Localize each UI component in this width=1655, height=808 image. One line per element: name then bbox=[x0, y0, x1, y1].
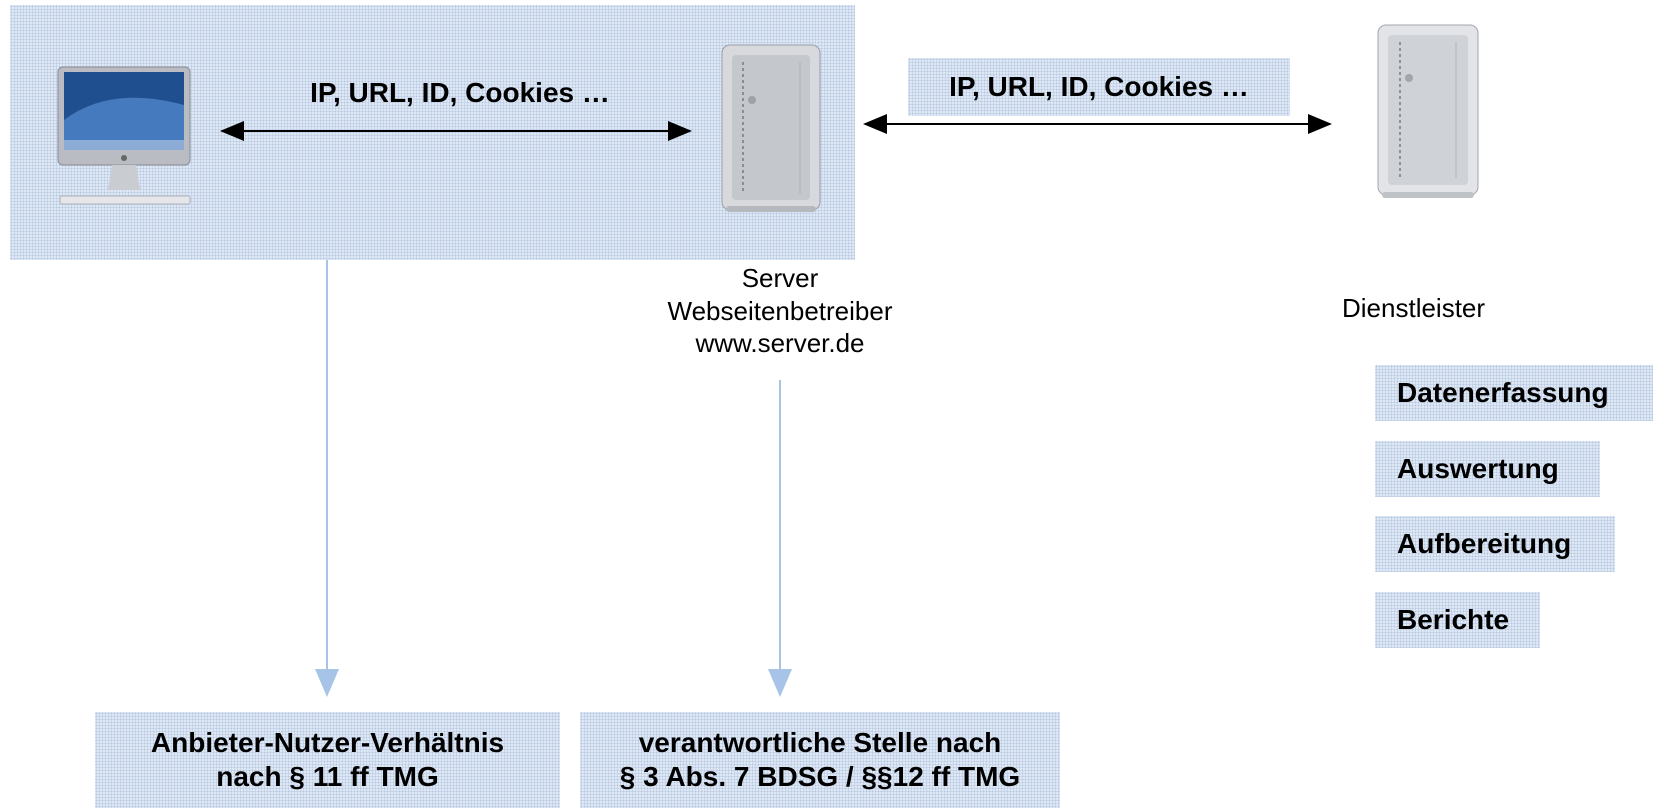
client-server-data-label: IP, URL, ID, Cookies … bbox=[265, 65, 655, 121]
provider-user-relationship-box: Anbieter-Nutzer-Verhältnis nach § 11 ff … bbox=[95, 712, 560, 808]
service-data-collection: Datenerfassung bbox=[1375, 365, 1653, 421]
server-caption: Server Webseitenbetreiber www.server.de bbox=[625, 262, 935, 360]
server-provider-data-label: IP, URL, ID, Cookies … bbox=[908, 58, 1290, 116]
desktop-computer-icon bbox=[57, 66, 191, 205]
responsible-line-1: verantwortliche Stelle nach bbox=[638, 727, 1002, 759]
relationship-line-1: Anbieter-Nutzer-Verhältnis bbox=[150, 727, 505, 759]
responsible-line-2: § 3 Abs. 7 BDSG / §§12 ff TMG bbox=[619, 761, 1021, 792]
service-preparation: Aufbereitung bbox=[1375, 516, 1615, 572]
web-server-icon bbox=[721, 44, 821, 212]
service-analysis: Auswertung bbox=[1375, 441, 1600, 497]
server-caption-line-2: Webseitenbetreiber bbox=[667, 295, 893, 326]
service-reports: Berichte bbox=[1375, 592, 1540, 648]
provider-server-icon bbox=[1377, 24, 1479, 198]
responsible-entity-box: verantwortliche Stelle nach § 3 Abs. 7 B… bbox=[580, 712, 1060, 808]
relationship-line-2: nach § 11 ff TMG bbox=[216, 761, 439, 792]
server-caption-line-1: Server bbox=[741, 263, 819, 293]
server-caption-line-3: www.server.de bbox=[695, 328, 865, 358]
provider-caption: Dienstleister bbox=[1342, 293, 1486, 323]
